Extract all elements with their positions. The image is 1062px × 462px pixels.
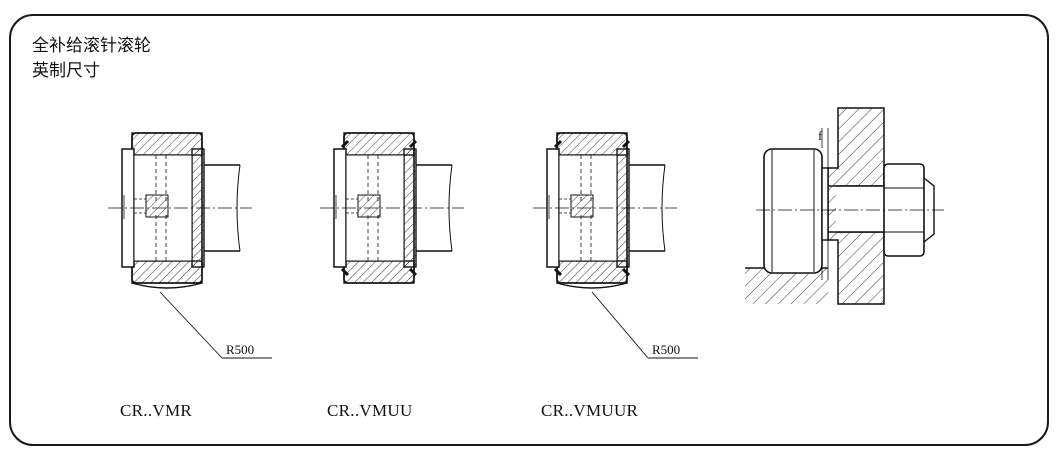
mounting-arrangement [745,107,944,305]
radius-leader-1 [159,291,272,359]
follower-vmr-section [107,132,253,289]
drawing-frame [9,14,1049,446]
model-label-vmr: CR..VMR [120,401,193,420]
model-label-vmuur: CR..VMUUR [541,401,639,420]
clearance-label: f [818,128,823,143]
radius-label-1: R500 [226,342,254,357]
title-line-1: 全补给滚针滚轮 [32,36,151,56]
model-label-vmuu: CR..VMUU [327,401,413,420]
follower-vmuu-section [319,132,465,284]
radius-leader-2 [591,291,698,359]
radius-label-2: R500 [652,342,680,357]
title-line-2: 英制尺寸 [32,61,100,81]
follower-vmuur-section [532,132,678,289]
